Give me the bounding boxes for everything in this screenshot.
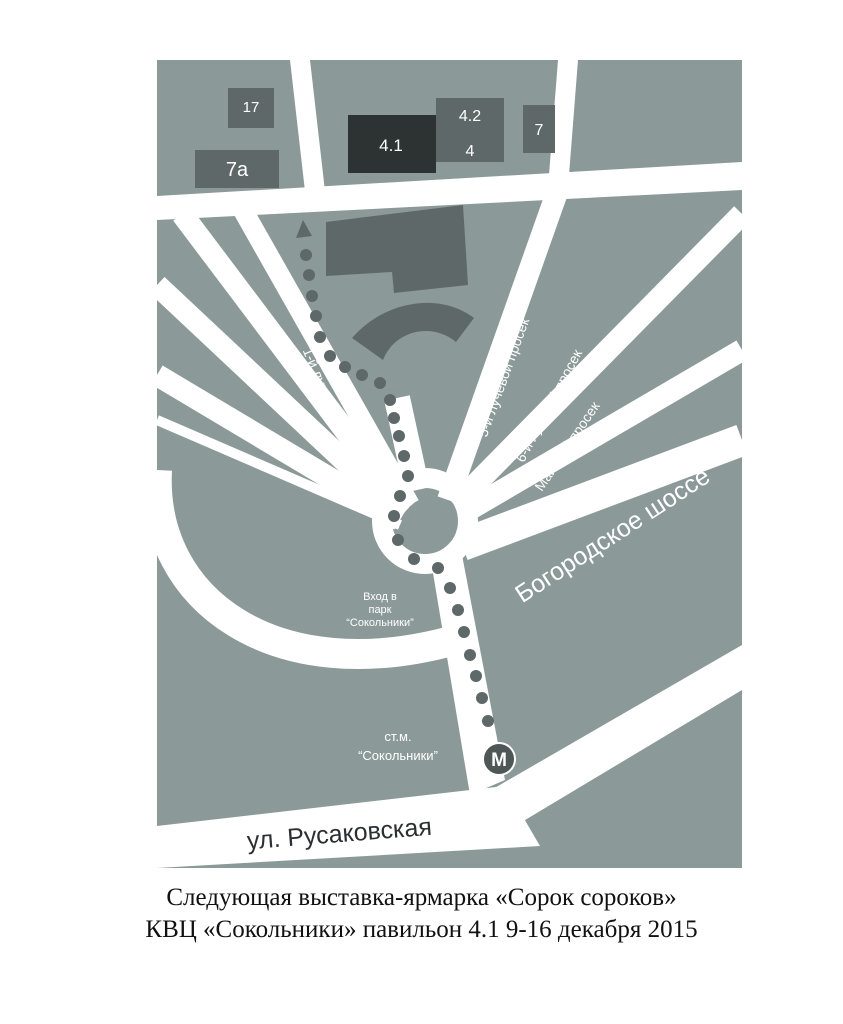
route-dot bbox=[408, 553, 420, 565]
building-7a-label: 7а bbox=[226, 159, 249, 181]
route-dot bbox=[394, 490, 406, 502]
route-arrow-icon bbox=[296, 220, 312, 238]
route-dot bbox=[300, 249, 312, 261]
caption: Следующая выставка-ярмарка «Сорок сороко… bbox=[0, 882, 843, 946]
road-sorok-sorokov bbox=[157, 162, 742, 220]
park-entrance-label-line1: Вход в bbox=[363, 591, 397, 603]
road-5-luchevoy-prosek bbox=[437, 180, 571, 504]
road-radial-1 bbox=[173, 207, 414, 517]
route-dot bbox=[393, 430, 405, 442]
building-7 bbox=[523, 105, 555, 153]
route-dot bbox=[356, 369, 368, 381]
park-entrance-label-line2: парк bbox=[368, 604, 391, 616]
route-dot bbox=[303, 269, 315, 281]
route-dot bbox=[388, 510, 400, 522]
caption-line-2: КВЦ «Сокольники» павильон 4.1 9-16 декаб… bbox=[145, 916, 698, 943]
route-dot bbox=[482, 715, 494, 727]
route-dot bbox=[476, 692, 488, 704]
road-6-luchevoy-prosek bbox=[447, 206, 750, 513]
road-top-left-vertical bbox=[290, 60, 326, 200]
building-17 bbox=[228, 88, 274, 128]
roundabout bbox=[372, 468, 478, 574]
road-top-right-vertical bbox=[549, 60, 578, 175]
building-arc-pavilion bbox=[352, 302, 474, 360]
buildings: 17 7а 4.1 4.2 4 7 bbox=[195, 88, 555, 360]
building-4-1-label: 4.1 bbox=[379, 136, 403, 155]
building-7-label: 7 bbox=[535, 122, 544, 139]
route-dot bbox=[444, 582, 456, 594]
route-dot bbox=[470, 670, 482, 682]
route-dot bbox=[402, 470, 414, 482]
route-dot bbox=[339, 361, 351, 373]
road-radial-4 bbox=[155, 415, 402, 530]
metro-icon: М bbox=[482, 742, 516, 776]
caption-line-1: Следующая выставка-ярмарка «Сорок сороко… bbox=[166, 884, 677, 911]
route-dot bbox=[310, 310, 322, 322]
building-4-2 bbox=[436, 98, 504, 162]
metro-station-label-line1: ст.м. bbox=[384, 729, 411, 744]
road-park-ring bbox=[141, 469, 460, 669]
building-4-2-label: 4.2 bbox=[459, 108, 481, 125]
route-dot bbox=[432, 562, 444, 574]
road-rusakovskaya bbox=[157, 786, 540, 868]
route-dot bbox=[464, 649, 476, 661]
route-dot bbox=[398, 450, 410, 462]
park-entrance-label-line3: “Сокольники” bbox=[346, 617, 414, 629]
map-canvas: 17 7а 4.1 4.2 4 7 Сорок Сороков 1-й луче… bbox=[141, 60, 750, 868]
building-7a bbox=[195, 150, 279, 188]
road-stromynka bbox=[460, 645, 742, 835]
road-bogorodskoe-shosse bbox=[456, 425, 748, 560]
route-dot bbox=[324, 350, 336, 362]
route-dot bbox=[392, 534, 404, 546]
road-maisky-prosek bbox=[454, 340, 748, 525]
metro-badge-letter: М bbox=[491, 750, 507, 771]
road-metro-avenue bbox=[430, 555, 505, 795]
route-dot bbox=[384, 394, 396, 406]
route-dot bbox=[458, 626, 470, 638]
route-dot bbox=[306, 290, 318, 302]
route-dot bbox=[452, 604, 464, 616]
route-dots bbox=[300, 249, 494, 727]
metro-station-label-line2: “Сокольники” bbox=[358, 748, 438, 763]
place-labels: Вход в парк “Сокольники” ст.м. “Сокольни… bbox=[346, 591, 438, 763]
road-radial-3 bbox=[151, 365, 406, 530]
building-4-label: 4 bbox=[466, 143, 475, 160]
route bbox=[296, 220, 494, 727]
building-17-label: 17 bbox=[243, 99, 260, 116]
route-dot bbox=[374, 377, 386, 389]
route-dot bbox=[388, 412, 400, 424]
building-4-1 bbox=[348, 115, 436, 173]
metro-badge-icon bbox=[482, 742, 516, 776]
label-sorok-sorokov: Сорок Сороков bbox=[259, 182, 384, 205]
building-pavilion-complex bbox=[326, 205, 468, 293]
route-dot bbox=[314, 331, 326, 343]
road-radial-2 bbox=[149, 276, 410, 524]
park-map: 17 7а 4.1 4.2 4 7 Сорок Сороков 1-й луче… bbox=[141, 60, 750, 868]
